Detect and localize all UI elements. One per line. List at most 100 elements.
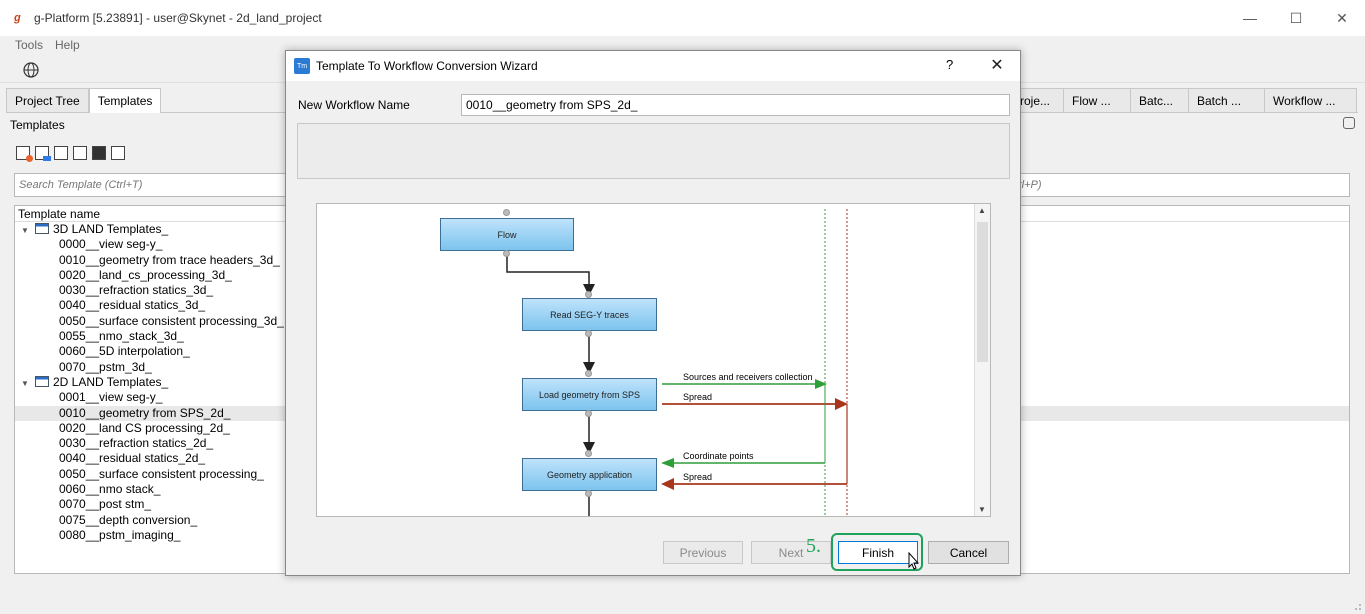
node-flow[interactable]: Flow xyxy=(440,218,574,251)
globe-icon[interactable] xyxy=(22,61,40,79)
edge-arrow-red-back xyxy=(661,478,674,490)
expand-caret-icon[interactable]: ▼ xyxy=(21,378,29,388)
wizard-icon: Tm xyxy=(294,58,310,74)
tree-item[interactable]: 0060__5D interpolation_ xyxy=(59,344,190,359)
tree-group[interactable]: ▼ 2D LAND Templates_ xyxy=(15,375,1349,390)
document-icon[interactable] xyxy=(111,146,125,160)
workflow-diagram[interactable]: Flow Read SEG-Y traces Load geometry fro… xyxy=(316,203,991,517)
diagram-scrollbar[interactable]: ▲ ▼ xyxy=(974,204,990,516)
add-template-icon[interactable] xyxy=(35,146,51,161)
tree-item[interactable]: 0040__residual statics_3d_ xyxy=(59,298,206,313)
tree-item[interactable]: 0030__refraction statics_2d_ xyxy=(59,436,214,451)
tree-item[interactable]: 0080__pstm_imaging_ xyxy=(59,527,181,542)
node-port xyxy=(585,330,592,337)
minimize-icon[interactable]: — xyxy=(1243,10,1257,26)
workflow-name-label: New Workflow Name xyxy=(298,98,410,112)
template-search-input[interactable]: Search Template (Ctrl+T) xyxy=(14,173,294,197)
tab-batch-2[interactable]: Batch ... xyxy=(1189,88,1265,112)
close-icon[interactable]: ✕ xyxy=(1336,9,1348,26)
menu-help[interactable]: Help xyxy=(55,38,80,52)
tab-batch[interactable]: Batc... xyxy=(1131,88,1189,112)
window-title: g-Platform [5.23891] - user@Skynet - 2d_… xyxy=(34,11,322,25)
scroll-up-icon[interactable]: ▲ xyxy=(978,206,986,215)
tree-item[interactable]: 0020__land_cs_processing_3d_ xyxy=(59,267,232,282)
tree-item[interactable]: 0050__surface consistent processing_ xyxy=(59,466,264,481)
mouse-cursor-icon xyxy=(908,552,920,570)
edge-arrow xyxy=(583,284,595,296)
resize-grip-icon[interactable] xyxy=(1352,601,1362,611)
next-button[interactable]: Next xyxy=(751,541,831,564)
dialog-title-bar: Tm Template To Workflow Conversion Wizar… xyxy=(286,51,1020,81)
description-box xyxy=(297,123,1010,179)
maximize-icon[interactable]: ☐ xyxy=(1289,9,1303,26)
template-folder-icon xyxy=(35,223,49,234)
tree-item[interactable]: 0040__residual statics_2d_ xyxy=(59,451,206,466)
tab-project-tree[interactable]: Project Tree xyxy=(6,88,89,112)
node-geometry-application[interactable]: Geometry application xyxy=(522,458,657,491)
tree-item[interactable]: 0001__view seg-y_ xyxy=(59,390,163,405)
tree-item[interactable]: 0055__nmo_stack_3d_ xyxy=(59,329,184,344)
tab-flow[interactable]: Flow ... xyxy=(1064,88,1131,112)
tree-item[interactable]: 0070__post stm_ xyxy=(59,497,152,512)
workflow-name-input[interactable]: 0010__geometry from SPS_2d_ xyxy=(461,94,1010,116)
tab-templates[interactable]: Templates xyxy=(88,88,162,113)
window-controls: — ☐ ✕ xyxy=(1227,0,1365,36)
step-annotation: 5. xyxy=(806,535,821,557)
help-icon[interactable]: ? xyxy=(946,57,954,72)
tree-group-label: 2D LAND Templates_ xyxy=(53,374,169,389)
finish-highlight xyxy=(831,533,923,571)
node-read-segy[interactable]: Read SEG-Y traces xyxy=(522,298,657,331)
dialog-title: Template To Workflow Conversion Wizard xyxy=(316,59,538,73)
tree-item[interactable]: 0050__surface consistent processing_3d_ xyxy=(59,313,284,328)
flow-search-input[interactable]: rl+P) xyxy=(1013,173,1350,197)
edge-arrow xyxy=(583,442,595,454)
menu-bar: Tools Help xyxy=(0,36,1365,54)
cancel-button[interactable]: Cancel xyxy=(928,541,1009,564)
remove-template-icon[interactable] xyxy=(16,146,33,162)
scroll-down-icon[interactable]: ▼ xyxy=(978,505,986,514)
restore-panel-icon[interactable] xyxy=(1343,117,1355,129)
export-template-icon[interactable] xyxy=(54,146,68,160)
node-port xyxy=(585,490,592,497)
finish-button[interactable]: Finish xyxy=(838,541,918,564)
edge-label-coordinate-points: Coordinate points xyxy=(683,451,754,461)
node-port xyxy=(585,410,592,417)
node-port xyxy=(503,250,510,257)
node-port xyxy=(585,291,592,298)
edge-arrow-red xyxy=(835,398,848,410)
scroll-thumb[interactable] xyxy=(977,222,988,362)
dialog-close-icon[interactable]: ✕ xyxy=(990,57,1004,74)
tree-item[interactable]: 0060__nmo stack_ xyxy=(59,482,161,497)
tab-workflow[interactable]: Workflow ... xyxy=(1265,88,1357,112)
tree-item[interactable]: 0030__refraction statics_3d_ xyxy=(59,283,214,298)
node-port xyxy=(585,370,592,377)
node-load-geometry[interactable]: Load geometry from SPS xyxy=(522,378,657,411)
template-folder-icon xyxy=(35,375,49,387)
edge-arrow xyxy=(583,362,595,374)
tree-item[interactable]: 0075__depth conversion_ xyxy=(59,512,198,527)
left-tabbar: Project Tree Templates xyxy=(6,88,162,113)
tree-item[interactable]: 0020__land CS processing_2d_ xyxy=(59,420,230,435)
conversion-wizard-dialog: Tm Template To Workflow Conversion Wizar… xyxy=(285,50,1021,576)
diagram-edges xyxy=(506,209,848,516)
edge-label-sources: Sources and receivers collection xyxy=(683,372,813,382)
columns-icon[interactable] xyxy=(92,146,106,160)
previous-button[interactable]: Previous xyxy=(663,541,743,564)
tree-group-label: 3D LAND Templates_ xyxy=(53,222,169,236)
edge-arrow-green-back xyxy=(661,458,674,468)
edge-label-spread-2: Spread xyxy=(683,472,713,482)
tree-item[interactable]: 0000__view seg-y_ xyxy=(59,237,163,252)
tree-item[interactable]: 0070__pstm_3d_ xyxy=(59,359,152,374)
menu-tools[interactable]: Tools xyxy=(15,38,44,52)
app-logo-icon: g xyxy=(14,12,21,24)
expand-caret-icon[interactable]: ▼ xyxy=(21,226,29,235)
node-port xyxy=(503,209,510,216)
right-tabbar: roje... Flow ... Batc... Batch ... Workf… xyxy=(1012,88,1357,112)
import-template-icon[interactable] xyxy=(73,146,87,160)
edge-arrow-green xyxy=(815,379,827,389)
node-port xyxy=(585,450,592,457)
tree-item[interactable]: 0010__geometry from trace headers_3d_ xyxy=(59,252,280,267)
tree-group[interactable]: ▼ 3D LAND Templates_ xyxy=(15,222,1349,237)
templates-pane-title: Templates xyxy=(10,118,65,132)
edge-label-spread: Spread xyxy=(683,392,713,402)
